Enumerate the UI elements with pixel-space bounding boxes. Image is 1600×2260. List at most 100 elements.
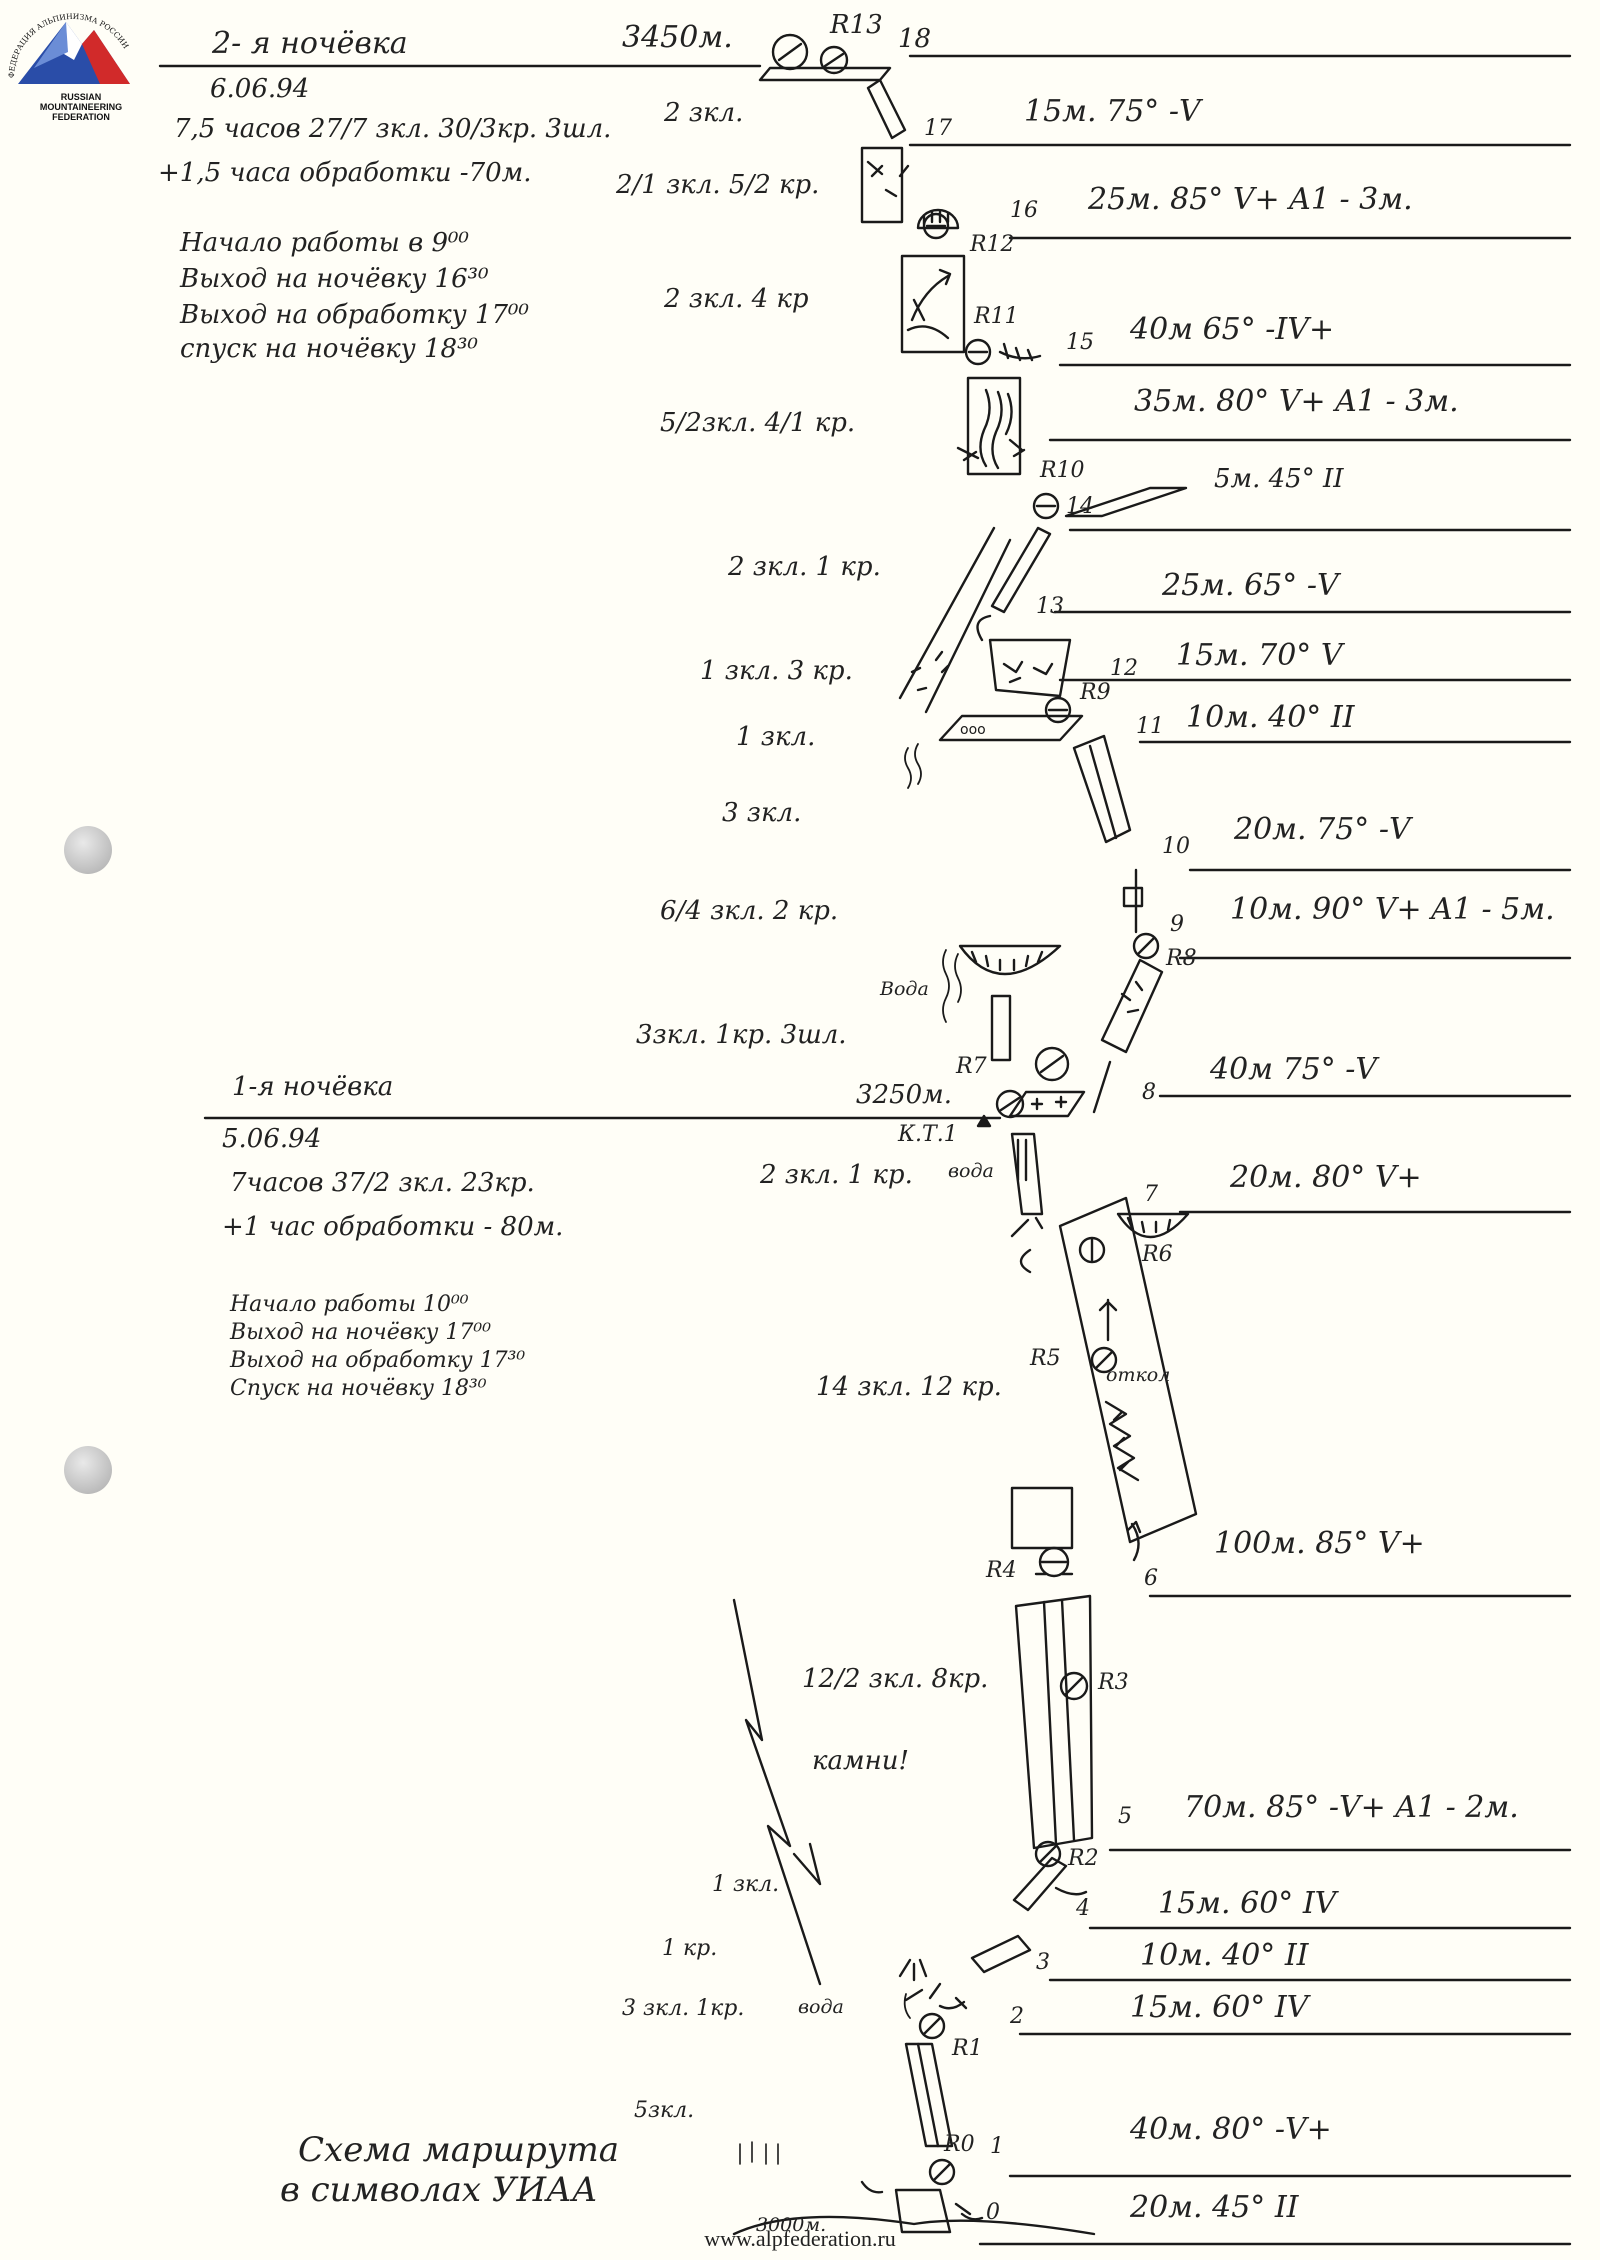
water-note: вода <box>948 1160 994 1182</box>
pitch-13-chimney <box>898 526 1052 714</box>
logo-line-1: RUSSIAN <box>60 92 102 102</box>
section-desc: 100м. 85° V+ <box>1214 1526 1425 1561</box>
section-desc: 15м. 60° IV <box>1158 1886 1337 1921</box>
belay-label: R7 <box>956 1054 987 1079</box>
section-desc: 5м. 45° II <box>1214 464 1344 494</box>
bivouac1-altitude: 3250м. <box>856 1080 952 1110</box>
section-desc: 40м 75° -V <box>1210 1052 1378 1087</box>
belay-label: R2 <box>1068 1846 1099 1871</box>
svg-text:ооо: ооо <box>960 722 986 738</box>
belay-label: R13 <box>830 10 883 40</box>
section-number: 5 <box>1118 1804 1132 1829</box>
gear-note: 1 зкл. 3 кр. <box>700 656 853 686</box>
section-number: 9 <box>1170 912 1184 937</box>
pitch-9 <box>1122 868 1160 960</box>
section-number: 17 <box>924 116 952 141</box>
bivouac2-hours: 7,5 часов 27/7 зкл. 30/3кр. 3шл. <box>174 114 612 144</box>
gear-note: 12/2 зкл. 8кр. <box>802 1664 989 1694</box>
pitch-5 <box>1014 1594 1094 1868</box>
belay-label: R5 <box>1030 1346 1061 1371</box>
r0-base <box>732 2141 1096 2236</box>
gear-note: 3 зкл. <box>722 798 802 828</box>
gear-note: 1 зкл. <box>712 1872 780 1897</box>
bivouac1-hours: 7часов 37/2 зкл. 23кр. <box>230 1168 535 1198</box>
section-desc: 20м. 75° -V <box>1234 812 1411 847</box>
belay-label: R1 <box>952 2036 983 2061</box>
water-note: Вода <box>880 978 929 1000</box>
overhang-water <box>942 944 1062 1023</box>
r12-belay <box>916 208 960 240</box>
r7-bivouac1-ledge <box>976 994 1086 1128</box>
pitch-6 <box>1058 1196 1198 1562</box>
logo-caption: RUSSIAN MOUNTAINEERING FEDERATION <box>18 92 144 122</box>
gear-note: 2/1 зкл. 5/2 кр. <box>616 170 820 200</box>
section-number: 6 <box>1144 1566 1158 1591</box>
logo-line-2: MOUNTAINEERING <box>39 102 123 112</box>
section-number: 18 <box>898 24 932 54</box>
control-point-label: К.Т.1 <box>898 1122 958 1147</box>
section-number: 15 <box>1066 330 1094 355</box>
footer-url[interactable]: www.alpfederation.ru <box>704 2226 896 2251</box>
section-number: 8 <box>1142 1080 1156 1105</box>
section-number: 1 <box>990 2134 1004 2159</box>
section-number: 3 <box>1036 1950 1050 1975</box>
section-desc: 10м. 90° V+ A1 - 5м. <box>1230 892 1555 927</box>
logo-line-3: FEDERATION <box>52 112 110 122</box>
section-desc: 10м. 40° II <box>1186 700 1355 735</box>
pitch-12 <box>988 638 1072 698</box>
section-desc: 20м. 45° II <box>1130 2190 1299 2225</box>
r11-belay <box>964 338 1042 366</box>
bivouac2-start: Начало работы в 9⁰⁰ <box>180 228 469 258</box>
bivouac1-date: 5.06.94 <box>222 1124 322 1154</box>
belay-label: R4 <box>986 1558 1017 1583</box>
section-desc: 15м. 70° V <box>1176 638 1343 673</box>
pitch-8 <box>1092 958 1164 1114</box>
gear-note: 2 зкл. 4 кр <box>664 284 809 314</box>
bivouac1-descent: Спуск на ночёвку 18³⁰ <box>230 1376 487 1401</box>
section-desc: 70м. 85° -V+ A1 - 2м. <box>1184 1790 1519 1825</box>
bivouac1-exit-bivouac: Выход на ночёвку 17⁰⁰ <box>230 1320 492 1345</box>
bivouac2-title: 2- я ночёвка <box>212 26 408 61</box>
section-number: 14 <box>1066 494 1094 519</box>
gear-note: 2 зкл. 1 кр. <box>760 1160 913 1190</box>
pitch-7 <box>1010 1132 1044 1274</box>
rockfall-note: камни! <box>812 1746 909 1776</box>
belay-label: R6 <box>1142 1242 1173 1267</box>
gear-note: 2 зкл. <box>664 98 744 128</box>
pitch-17 <box>866 78 907 140</box>
bivouac2-exit-bivouac: Выход на ночёвку 16³⁰ <box>180 264 489 294</box>
caption-line-2: в символах УИАА <box>280 2170 598 2210</box>
bivouac1-processing: +1 час обработки - 80м. <box>222 1212 564 1242</box>
section-number: 4 <box>1076 1896 1090 1921</box>
section-desc: 15м. 60° IV <box>1130 1990 1309 2025</box>
gear-note: 14 зкл. 12 кр. <box>816 1372 1002 1402</box>
pitch-10 <box>1072 734 1132 844</box>
bivouac2-altitude: 3450м. <box>622 20 733 55</box>
r10-belay <box>1032 486 1188 520</box>
belay-label: R11 <box>974 304 1019 329</box>
section-number: 13 <box>1036 594 1064 619</box>
r6-overhang <box>1078 1212 1190 1264</box>
pitch-16 <box>860 146 910 224</box>
gear-note: 3 зкл. 1кр. <box>622 1996 745 2021</box>
bivouac1-exit-processing: Выход на обработку 17³⁰ <box>230 1348 526 1373</box>
section-desc: 25м. 65° -V <box>1162 568 1339 603</box>
section-number: 11 <box>1136 714 1164 739</box>
mountain-logo-icon: ФЕДЕРАЦИЯ АЛЬПИНИЗМА РОССИИ <box>7 12 131 84</box>
section-number: 10 <box>1162 834 1190 859</box>
bivouac1-start: Начало работы 10⁰⁰ <box>230 1292 469 1317</box>
pitch-35m <box>956 376 1026 476</box>
gear-note: 5зкл. <box>634 2098 695 2123</box>
r9-belay: ооо <box>904 696 1084 789</box>
pitch-2-1 <box>898 1958 968 2148</box>
binder-hole <box>64 1446 112 1494</box>
bivouac2-processing: +1,5 часа обработки -70м. <box>158 158 532 188</box>
section-number: 7 <box>1144 1182 1158 1207</box>
base-altitude: 3000м. <box>756 2214 827 2236</box>
belay-label: R0 <box>944 2132 975 2157</box>
belay-label: R9 <box>1080 680 1111 705</box>
gear-note: 1 кр. <box>662 1936 718 1961</box>
caption-line-1: Схема маршрута <box>298 2130 620 2170</box>
water-note: вода <box>798 1996 844 2018</box>
